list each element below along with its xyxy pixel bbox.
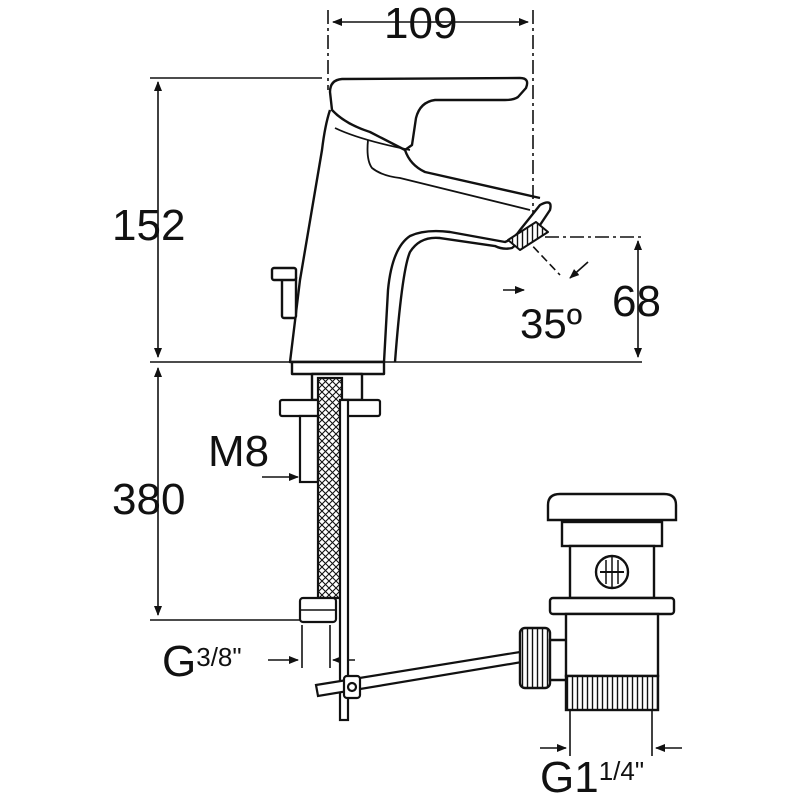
waste-thread-label: G11/4" [540,753,644,800]
spout-upper-edge [403,149,541,200]
tap-main-body [288,109,552,364]
spout-inner-curve [366,139,531,211]
popup-rod [280,274,298,320]
hose-thread-fraction: 3/8" [196,642,241,672]
waste-thread [564,674,660,712]
waste-assembly [518,492,678,712]
waste-cap [546,492,678,522]
waste-thread-prefix: G [540,753,574,800]
waste-thread-fraction: 1/4" [599,756,644,786]
waste-upper-body [560,520,664,548]
hose-thread-prefix: G [162,637,196,686]
tap-body [270,76,552,402]
lever-handle [328,76,529,152]
spout-axis-line [524,237,561,276]
dim-label-spout-height: 68 [612,277,661,326]
dimension-lines [150,10,682,756]
fixing-assembly [278,376,382,722]
vertical-rod [338,398,350,722]
angle-arrow-right [569,261,589,279]
clip-screw [346,681,358,693]
waste-thread-main: 1 [574,753,598,800]
hose-braided [316,376,344,600]
waste-flange [548,596,676,616]
aerator [507,221,549,251]
dim-label-width: 109 [384,0,457,48]
knurled-nut [518,626,552,690]
deck-base [290,360,386,376]
dim-label-height-380: 380 [112,475,185,524]
body-shoulder-curve [334,127,411,151]
dim-label-height-152: 152 [112,201,185,250]
waste-lower-body [564,612,660,678]
threaded-stud [298,414,320,484]
labels: 109 152 68 35º 380 M8 G3/8" G11/4" [112,0,661,802]
dim-label-stud: M8 [208,427,269,476]
dim-label-angle: 35º [520,300,582,347]
hose-thread-label: G3/8" [162,637,242,686]
popup-rod-knob [270,266,298,282]
